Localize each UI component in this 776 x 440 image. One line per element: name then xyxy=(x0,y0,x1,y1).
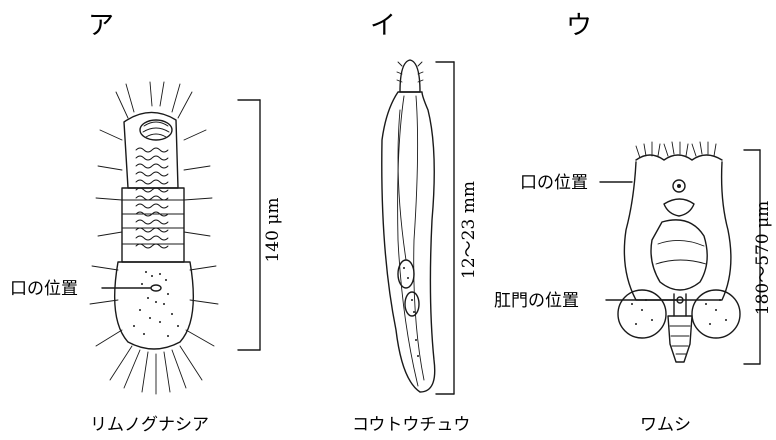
scale-bar-i xyxy=(436,62,454,394)
panel-i-letter: イ xyxy=(370,11,396,41)
name-a: リムノグナシア xyxy=(90,415,209,435)
jaw-apparatus xyxy=(140,120,172,140)
rotifer-illustration xyxy=(618,142,740,362)
name-u: ワムシ xyxy=(640,415,691,435)
measure-u: 180～570 μm xyxy=(753,201,773,315)
scale-bar-a xyxy=(238,100,260,350)
name-i: コウトウチュウ xyxy=(352,415,470,435)
stippling xyxy=(133,271,179,337)
koutouchuu-illustration xyxy=(382,60,435,392)
limnognathia-illustration xyxy=(90,82,218,394)
mouth-label-a: 口の位置 xyxy=(10,279,78,299)
anus-label-u: 肛門の位置 xyxy=(494,291,579,311)
measure-i: 12～23 mm xyxy=(459,181,479,279)
panel-a-letter: ア xyxy=(88,11,114,41)
measure-a: 140 μm xyxy=(263,197,283,262)
mouth-marker xyxy=(151,285,161,291)
mouth-label-u: 口の位置 xyxy=(520,173,588,193)
panel-u-letter: ウ xyxy=(566,11,592,41)
